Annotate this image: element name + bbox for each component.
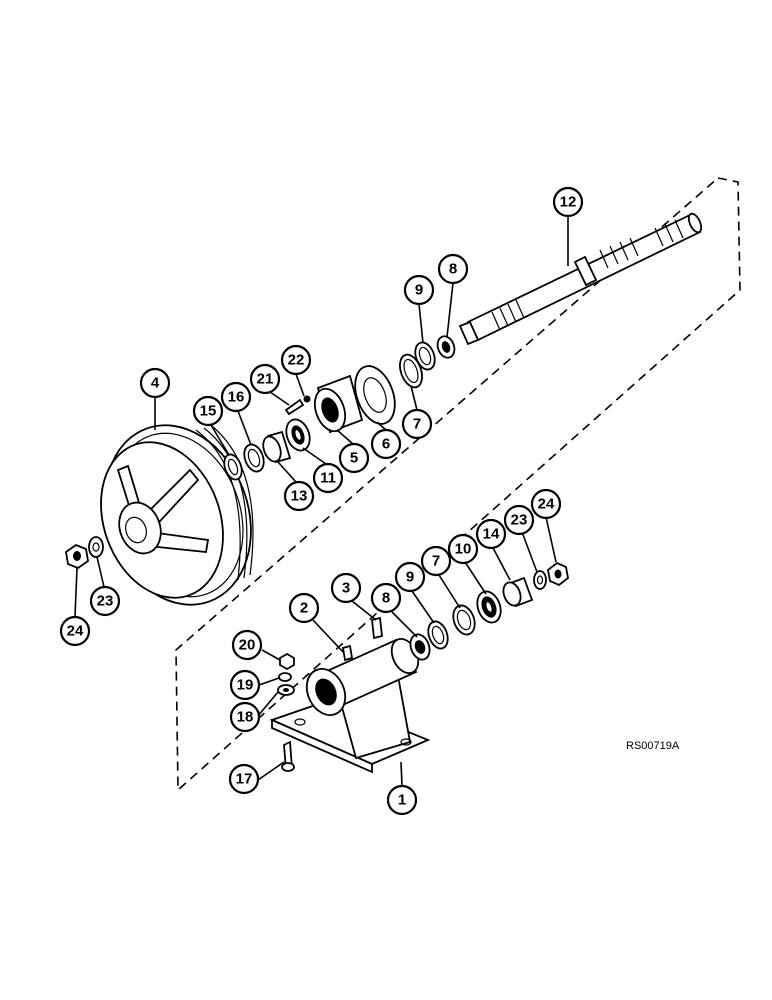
- callout-23-right-label: 23: [511, 512, 528, 529]
- callout-15: 15: [192, 395, 224, 427]
- callout-24-left-label: 24: [67, 623, 84, 640]
- callout-9-bottom-label: 9: [406, 569, 414, 586]
- callout-9-bottom: 9: [394, 561, 426, 593]
- callout-22: 22: [280, 344, 312, 376]
- callout-24-right: 24: [530, 488, 562, 520]
- callout-17-label: 17: [236, 771, 253, 788]
- callout-7-top-label: 7: [413, 416, 421, 433]
- assembly-boundary-dashed: [175, 177, 741, 792]
- callout-23-left-label: 23: [97, 593, 114, 610]
- pulley-sheave: [100, 424, 254, 606]
- callout-13-label: 13: [291, 488, 308, 505]
- figure-reference-code: RS00719A: [626, 740, 680, 752]
- callout-12-label: 12: [560, 194, 577, 211]
- plug-3: [371, 616, 383, 640]
- bushing-13: [262, 430, 292, 464]
- spacer-16: [243, 443, 265, 473]
- callout-11-label: 11: [320, 470, 336, 487]
- callout-10-label: 10: [455, 541, 472, 558]
- flatwasher-18: [277, 684, 295, 696]
- bearing-10: [476, 590, 502, 624]
- lockwasher-19: [278, 672, 292, 682]
- callout-7-bottom: 7: [420, 545, 452, 577]
- callout-2-label: 2: [300, 600, 308, 617]
- callout-3-label: 3: [342, 580, 350, 597]
- callout-19: 19: [229, 669, 261, 701]
- callout-9-top: 9: [403, 274, 435, 306]
- callout-5-label: 5: [350, 450, 358, 467]
- washer-left: [88, 536, 104, 558]
- callout-5: 5: [338, 442, 370, 474]
- callout-8-top-label: 8: [449, 261, 457, 278]
- callout-6-label: 6: [382, 436, 390, 453]
- bearing-support-housing: [269, 638, 431, 774]
- callout-17: 17: [228, 763, 260, 795]
- callout-19-label: 19: [237, 677, 254, 694]
- callout-2: 2: [288, 592, 320, 624]
- callout-14-label: 14: [483, 526, 500, 543]
- callout-8-bottom-label: 8: [382, 590, 390, 607]
- callout-20-label: 20: [239, 637, 256, 654]
- callout-11: 11: [312, 462, 344, 494]
- callout-24-left: 24: [59, 615, 91, 647]
- callout-16: 16: [220, 381, 252, 413]
- setscrew-21: [284, 398, 305, 416]
- callout-9-top-label: 9: [415, 282, 423, 299]
- callout-24-right-label: 24: [538, 496, 555, 513]
- callout-10: 10: [447, 533, 479, 565]
- callout-7-bottom-label: 7: [432, 553, 440, 570]
- callout-16-label: 16: [228, 389, 245, 406]
- callout-14: 14: [475, 518, 507, 550]
- cup-9-top: [414, 341, 436, 371]
- grease-fitting-22: [303, 395, 311, 403]
- callout-12: 12: [552, 186, 584, 218]
- shaft: [458, 212, 703, 346]
- callout-8-top: 8: [437, 253, 469, 285]
- callout-6: 6: [370, 428, 402, 460]
- callout-23-right: 23: [503, 504, 535, 536]
- callout-1: 1: [386, 784, 418, 816]
- gasket-6: [354, 365, 396, 425]
- callout-18: 18: [229, 701, 261, 733]
- callout-8-bottom: 8: [370, 582, 402, 614]
- nut-left: [65, 543, 89, 570]
- callout-18-label: 18: [237, 709, 254, 726]
- callout-15-label: 15: [200, 403, 217, 420]
- leader-lines: [74, 216, 569, 787]
- callout-20: 20: [231, 629, 263, 661]
- cup-9-bottom: [427, 620, 449, 650]
- nut-20: [279, 652, 295, 671]
- callout-4: 4: [139, 367, 171, 399]
- callout-23-left: 23: [89, 585, 121, 617]
- callout-4-label: 4: [151, 375, 160, 392]
- callout-3: 3: [330, 572, 362, 604]
- callout-7-top: 7: [401, 408, 433, 440]
- bearing-housing-5: [313, 374, 364, 434]
- nut-right: [547, 561, 569, 587]
- bearing-11: [285, 418, 311, 452]
- callout-21-label: 21: [257, 371, 274, 388]
- callout-13: 13: [283, 480, 315, 512]
- callout-1-label: 1: [398, 792, 406, 809]
- seal-7-top: [399, 353, 423, 389]
- callout-22-label: 22: [288, 352, 305, 369]
- bolt-17: [281, 740, 295, 772]
- washer-right: [533, 570, 547, 590]
- grease-fitting-2: [341, 644, 354, 662]
- cone-8-top: [436, 335, 456, 359]
- seal-7-bottom: [452, 604, 476, 636]
- callout-21: 21: [249, 363, 281, 395]
- bushing-14: [502, 576, 534, 608]
